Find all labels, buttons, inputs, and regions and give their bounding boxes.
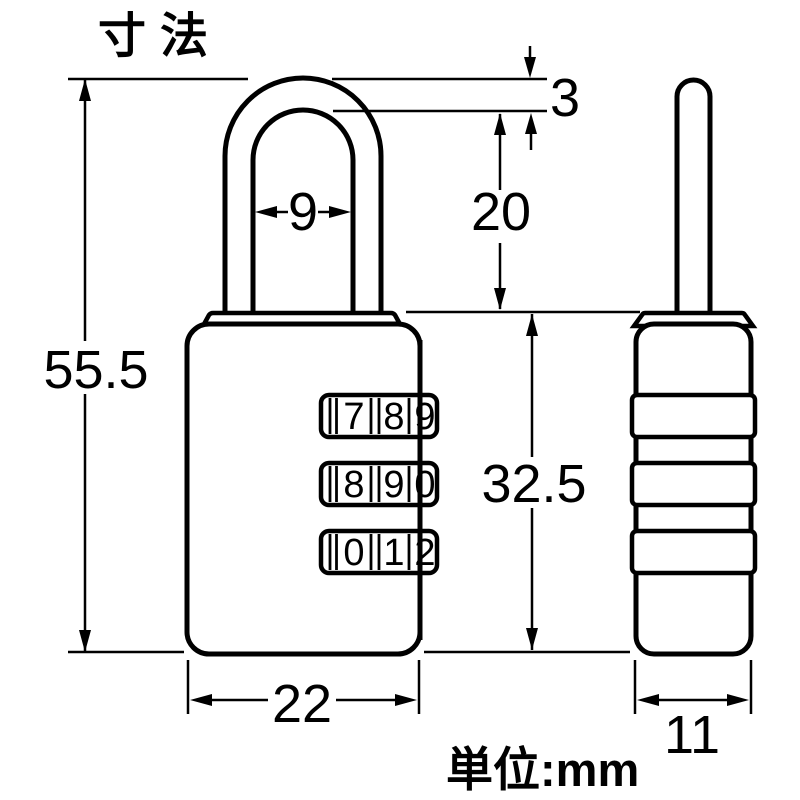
dial-digit[interactable]: 9 xyxy=(383,464,404,506)
arrowhead-down xyxy=(494,288,506,310)
arrowhead-left xyxy=(255,206,277,218)
front-view: 7 8 9 8 9 0 0 1 2 xyxy=(184,75,440,657)
dim-body-width-label: 22 xyxy=(272,674,332,734)
arrowhead-up xyxy=(525,113,537,134)
arrowhead-up xyxy=(79,79,91,101)
arrowhead-right xyxy=(395,694,417,706)
dim-total-height-label: 55.5 xyxy=(43,340,148,400)
side-view xyxy=(629,77,758,657)
dim-shackle-inner-height-label: 20 xyxy=(471,182,531,242)
dim-body-width: 22 xyxy=(186,660,421,734)
dim-body-height: 32.5 xyxy=(481,314,587,650)
dim-body-depth: 11 xyxy=(633,660,753,765)
arrowhead-right xyxy=(727,694,749,706)
arrowhead-up xyxy=(494,113,506,135)
dim-body-height-label: 32.5 xyxy=(481,454,586,514)
dim-shackle-inner-width: 9 xyxy=(255,182,351,242)
shackle-outer-outline xyxy=(222,75,384,318)
dial-digit[interactable]: 1 xyxy=(383,532,404,574)
arrowhead-left xyxy=(637,694,659,706)
dial-digit[interactable]: 8 xyxy=(383,396,404,438)
dim-shackle-inner-width-label: 9 xyxy=(288,182,318,242)
side-dial-band-1 xyxy=(629,392,758,440)
dim-shackle-thickness: 3 xyxy=(524,46,580,150)
dial-row-2: 8 9 0 xyxy=(318,460,440,508)
dial-digit[interactable]: 8 xyxy=(343,464,364,506)
unit-label: 単位:mm xyxy=(446,743,639,796)
shackle-inner-outline xyxy=(250,107,356,318)
arrowhead-left xyxy=(190,694,212,706)
dim-body-depth-label: 11 xyxy=(664,705,720,765)
dim-shackle-inner-height: 20 xyxy=(471,113,531,310)
dim-shackle-thickness-label: 3 xyxy=(550,68,580,128)
drawing-title: 寸法 xyxy=(98,10,222,63)
arrowhead-down xyxy=(79,630,91,652)
side-dial-band-2 xyxy=(629,460,758,508)
dial-digit[interactable]: 7 xyxy=(343,396,364,438)
dial-digit[interactable]: 0 xyxy=(343,532,364,574)
arrowhead-down xyxy=(524,57,536,78)
arrowhead-down xyxy=(526,628,538,650)
side-shackle-rod xyxy=(674,77,713,318)
arrowhead-up xyxy=(526,314,538,336)
arrowhead-right xyxy=(329,206,351,218)
side-dial-band-3 xyxy=(629,528,758,576)
dim-total-height: 55.5 xyxy=(43,79,149,652)
